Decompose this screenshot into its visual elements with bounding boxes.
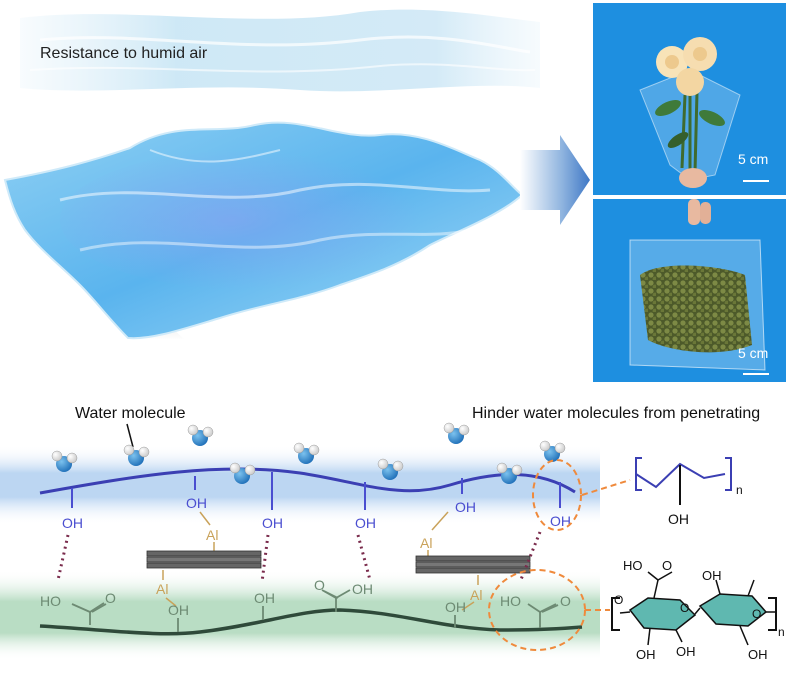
photo-1-scale-bar [743,180,769,182]
cmc-chain [39,608,583,636]
pva-structure [635,457,732,505]
pva-oh-2: OH [186,495,207,511]
pva-hydroxyls [71,472,561,510]
photo-beans [593,199,786,382]
humid-air-mist [20,9,540,92]
nanosheet-1 [146,550,262,569]
al-top-2: Al [420,535,432,551]
pva-structure-oh: OH [668,511,689,527]
cmc-structure-oh-3: OH [702,568,722,583]
al-bottom-2: Al [470,587,482,603]
cmc-structure-o-link: O [614,593,623,607]
water-molecule-pointer [126,423,134,448]
cmc-structure-ring-o-1: O [680,601,689,615]
cmc-o-1: O [105,590,116,606]
cmc-oh-4: OH [445,599,466,615]
cmc-structure-oh-1: OH [636,647,656,662]
transition-arrow [520,135,590,225]
cmc-side-groups [71,589,559,632]
pva-oh-6: OH [550,513,571,529]
al-bottom-1: Al [156,581,168,597]
pva-structure-n: n [736,483,743,497]
pva-oh-5: OH [455,499,476,515]
photo-2-scale-bar [743,373,769,375]
cmc-oh-3: OH [352,581,373,597]
cmc-structure-n: n [778,625,785,639]
cmc-oh-2: OH [254,590,275,606]
photo-1-scale-label: 5 cm [738,151,768,167]
al-top-1: Al [206,527,218,543]
hydrogen-bonds [56,531,542,583]
hinder-label: Hinder water molecules from penetrating [472,405,760,422]
pva-oh-4: OH [355,515,376,531]
cmc-ho-1: HO [40,593,61,609]
cmc-structure-ho: HO [623,558,643,573]
cmc-o-2: O [314,577,325,593]
water-molecule-label: Water molecule [75,405,186,422]
humid-air-label: Resistance to humid air [40,45,208,62]
pva-oh-3: OH [262,515,283,531]
cmc-structure [611,571,777,646]
cmc-o-3: O [560,593,571,609]
pva-oh-1: OH [62,515,83,531]
photo-roses [593,3,786,195]
cmc-structure-ring-o-2: O [752,607,761,621]
cmc-structure-o-carbonyl: O [662,558,672,573]
cmc-ho-2: HO [500,593,521,609]
photo-2-scale-label: 5 cm [738,345,768,361]
film-illustration [3,121,524,340]
cmc-structure-oh-4: OH [748,647,768,662]
nanosheet-2 [415,555,531,574]
cmc-oh-1: OH [168,602,189,618]
pva-highlight [532,459,582,531]
cmc-structure-oh-2: OH [676,644,696,659]
